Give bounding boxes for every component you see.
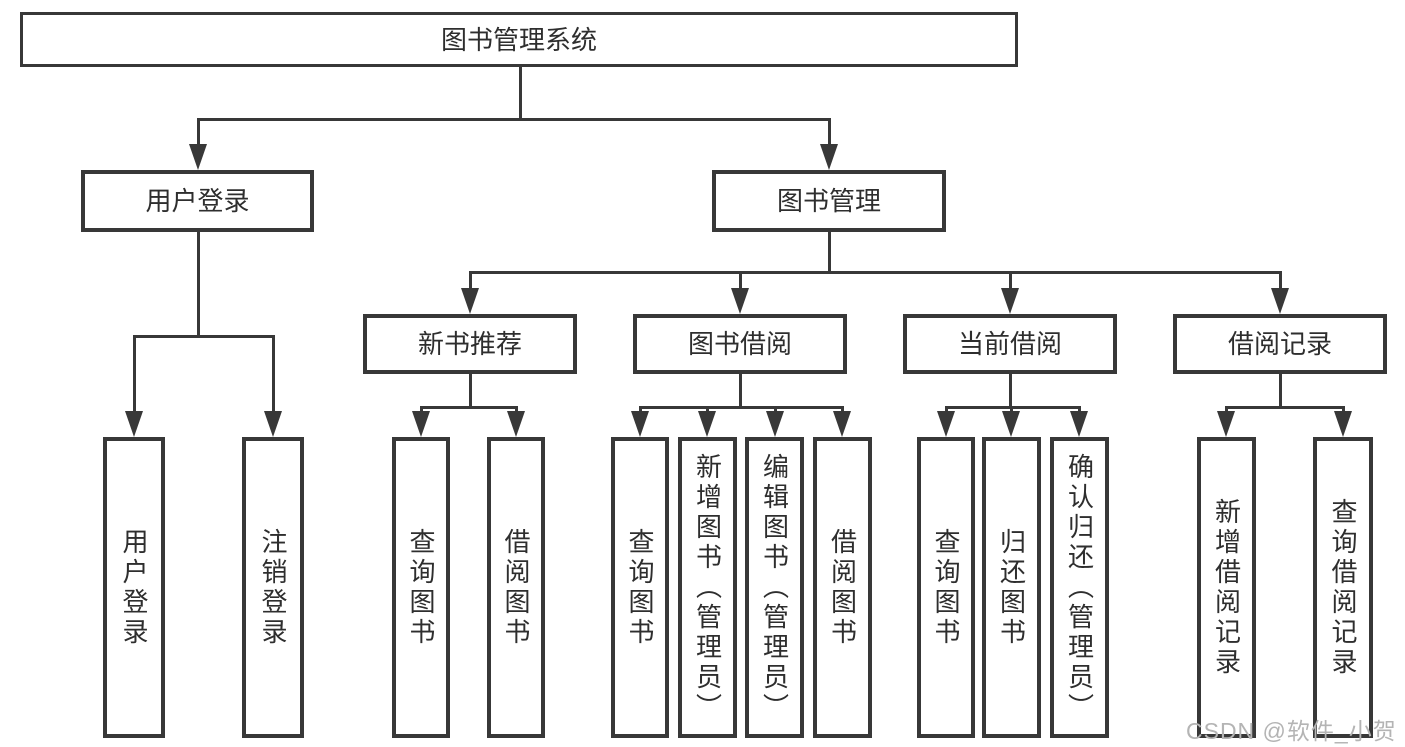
connector-to-confirm-return xyxy=(1078,406,1081,413)
arrowhead-book-management xyxy=(820,144,838,170)
connector-to-borrow-records xyxy=(1279,271,1282,290)
leaf-logout: 注销登录 xyxy=(242,437,304,738)
leaf-borrow-books-recommend: 借阅图书 xyxy=(487,437,545,738)
connector-to-borrow-books-c xyxy=(841,406,844,413)
arrowhead-query-books-c xyxy=(631,411,649,437)
connector-current-borrow-branch xyxy=(945,406,1081,409)
arrowhead-borrow-records xyxy=(1271,288,1289,314)
connector-to-user-login xyxy=(197,118,200,146)
node-user-login: 用户登录 xyxy=(81,170,314,232)
connector-level3-branch xyxy=(469,271,1282,274)
leaf-user-login: 用户登录 xyxy=(103,437,165,738)
csdn-watermark: CSDN @软件_小贺同学 xyxy=(1186,718,1397,744)
arrowhead-query-books-b xyxy=(412,411,430,437)
arrowhead-book-borrow xyxy=(731,288,749,314)
arrowhead-return-book xyxy=(1002,411,1020,437)
connector-to-borrow-books-b xyxy=(515,406,518,413)
node-new-book-recommend: 新书推荐 xyxy=(363,314,577,374)
connector-to-query-books-b xyxy=(420,406,423,413)
connector-to-query-record xyxy=(1342,406,1345,413)
arrowhead-query-books-d xyxy=(937,411,955,437)
connector-book-borrow-stem xyxy=(739,374,742,406)
arrowhead-add-book xyxy=(698,411,716,437)
connector-level2-branch xyxy=(197,118,831,121)
node-borrow-records: 借阅记录 xyxy=(1173,314,1387,374)
node-current-borrow: 当前借阅 xyxy=(903,314,1117,374)
connector-to-query-books-c xyxy=(639,406,642,413)
connector-to-book-borrow xyxy=(739,271,742,290)
arrowhead-user-login xyxy=(189,144,207,170)
connector-user-login-branch xyxy=(133,335,275,338)
connector-new-book-stem xyxy=(469,374,472,406)
arrowhead-borrow-books-c xyxy=(833,411,851,437)
leaf-query-books-current: 查询图书 xyxy=(917,437,975,738)
connector-to-query-books-d xyxy=(945,406,948,413)
arrowhead-confirm-return xyxy=(1070,411,1088,437)
connector-root-stem xyxy=(519,67,522,118)
connector-to-current-borrow xyxy=(1009,271,1012,290)
connector-to-edit-book xyxy=(774,406,777,413)
node-root-system: 图书管理系统 xyxy=(20,12,1018,67)
arrowhead-query-record xyxy=(1334,411,1352,437)
connector-to-book-management xyxy=(828,118,831,146)
arrowhead-add-record xyxy=(1217,411,1235,437)
connector-borrow-records-branch xyxy=(1225,406,1345,409)
connector-book-borrow-branch xyxy=(639,406,844,409)
arrowhead-borrow-books-b xyxy=(507,411,525,437)
node-book-management: 图书管理 xyxy=(712,170,946,232)
leaf-query-books-recommend: 查询图书 xyxy=(392,437,450,738)
connector-to-return-book xyxy=(1010,406,1013,413)
connector-to-leaf-login xyxy=(133,335,136,413)
leaf-edit-book-admin: 编辑图书（管理员） xyxy=(745,437,804,738)
arrowhead-edit-book xyxy=(766,411,784,437)
node-book-borrow: 图书借阅 xyxy=(633,314,847,374)
leaf-return-book: 归还图书 xyxy=(982,437,1041,738)
connector-current-borrow-stem xyxy=(1009,374,1012,406)
connector-book-management-stem xyxy=(828,232,831,271)
leaf-confirm-return-admin: 确认归还（管理员） xyxy=(1050,437,1109,738)
leaf-borrow-books-borrow: 借阅图书 xyxy=(813,437,872,738)
leaf-add-book-admin: 新增图书（管理员） xyxy=(678,437,737,738)
connector-to-new-book xyxy=(469,271,472,290)
leaf-query-borrow-record: 查询借阅记录 xyxy=(1313,437,1373,738)
connector-borrow-records-stem xyxy=(1279,374,1282,406)
connector-user-login-stem xyxy=(197,232,200,335)
connector-to-leaf-logout xyxy=(272,335,275,413)
connector-to-add-book xyxy=(706,406,709,413)
connector-to-add-record xyxy=(1225,406,1228,413)
leaf-add-borrow-record: 新增借阅记录 xyxy=(1197,437,1256,738)
leaf-query-books-borrow: 查询图书 xyxy=(611,437,669,738)
arrowhead-leaf-logout xyxy=(264,411,282,437)
arrowhead-new-book xyxy=(461,288,479,314)
arrowhead-current-borrow xyxy=(1001,288,1019,314)
arrowhead-leaf-login xyxy=(125,411,143,437)
connector-new-book-branch xyxy=(420,406,518,409)
